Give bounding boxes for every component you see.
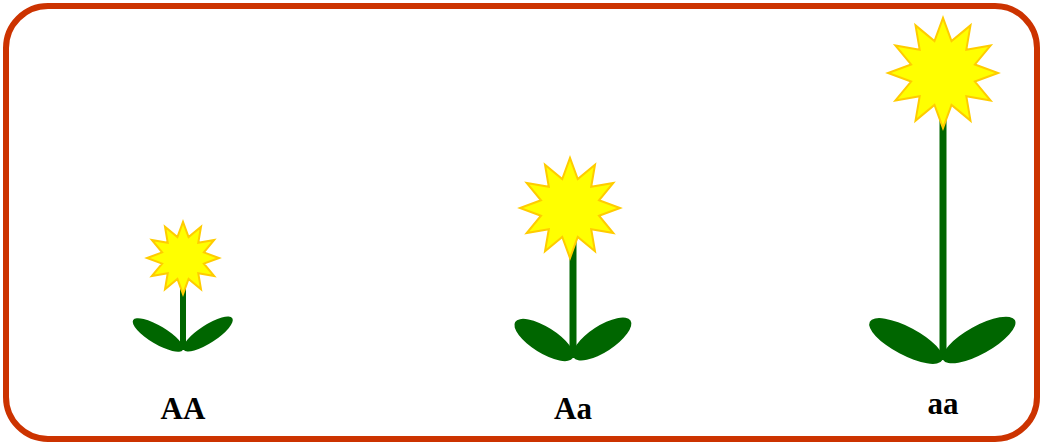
medium-plant xyxy=(508,158,637,369)
short-plant xyxy=(129,222,238,358)
genotype-label: AA xyxy=(161,393,206,424)
frame-border xyxy=(6,6,1037,439)
genotype-label: aa xyxy=(928,388,959,419)
tall-plant xyxy=(863,18,1021,373)
genotype-label: Aa xyxy=(554,393,592,424)
